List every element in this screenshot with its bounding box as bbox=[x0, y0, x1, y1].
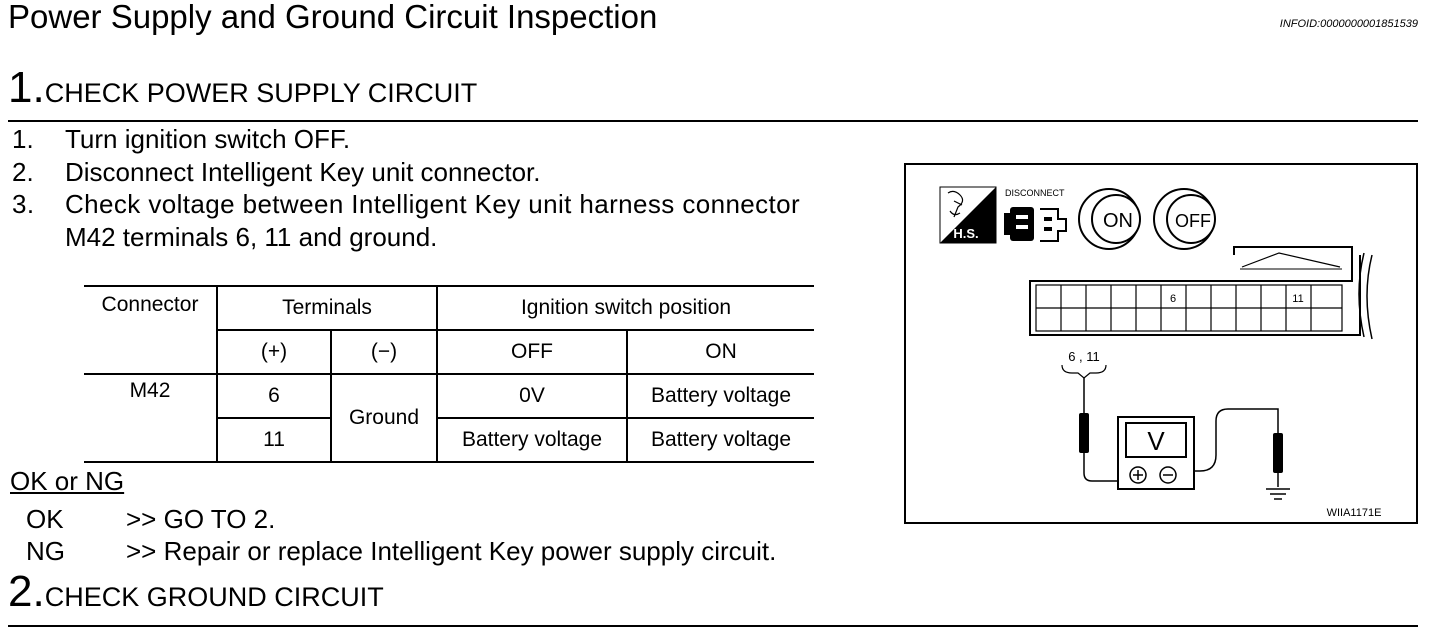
cell-ground: Ground bbox=[330, 374, 437, 463]
header-minus: (−) bbox=[330, 330, 437, 375]
voltage-spec-table: Connector Terminals Ignition switch posi… bbox=[84, 285, 814, 463]
pin-6-label: 6 bbox=[1170, 293, 1176, 305]
ground-symbol-icon bbox=[1266, 488, 1290, 500]
header-off: OFF bbox=[436, 330, 627, 375]
step-1-divider bbox=[8, 120, 1418, 122]
cell-off: 0V bbox=[436, 374, 627, 419]
instruction-text: Check voltage between Intelligent Key un… bbox=[65, 189, 801, 219]
step-2-title: CHECK GROUND CIRCUIT bbox=[44, 582, 384, 612]
info-id: INFOID:0000000001851539 bbox=[1279, 18, 1418, 30]
step-1-number: 1. bbox=[8, 63, 45, 112]
voltmeter-label: V bbox=[1147, 426, 1165, 456]
pin-11-label: 11 bbox=[1292, 293, 1303, 305]
instruction-text: Disconnect Intelligent Key unit connecto… bbox=[65, 157, 541, 187]
instruction-number: 2. bbox=[12, 157, 34, 187]
result-ok: OK >> GO TO 2. bbox=[26, 504, 275, 535]
disconnect-connector-icon: DISCONNECT bbox=[1004, 188, 1067, 242]
instruction-item-2: 2. Disconnect Intelligent Key unit connec… bbox=[12, 157, 541, 188]
instruction-item-3: 3. Check voltage between Intelligent Key … bbox=[12, 189, 800, 220]
instruction-item-3-continuation: M42 terminals 6, 11 and ground. bbox=[65, 222, 438, 252]
ignition-on-icon: ON bbox=[1078, 188, 1141, 250]
hs-label: H.S. bbox=[953, 226, 978, 241]
table-row: 11 Battery voltage Battery voltage bbox=[84, 418, 814, 463]
test-leads bbox=[1079, 378, 1283, 487]
result-ng-key: NG bbox=[26, 536, 65, 566]
result-ng: NG >> Repair or replace Intelligent Key p… bbox=[26, 536, 776, 567]
ignition-off-icon: OFF bbox=[1153, 188, 1216, 250]
header-plus: (+) bbox=[216, 330, 331, 375]
harness-connector: 6 11 bbox=[1029, 246, 1373, 340]
instruction-item-1: 1. Turn ignition switch OFF. bbox=[12, 124, 350, 155]
disconnect-label: DISCONNECT bbox=[1005, 188, 1065, 198]
step-2-divider bbox=[8, 625, 1418, 627]
table-header-row: Connector Terminals Ignition switch posi… bbox=[84, 285, 814, 375]
cell-on: Battery voltage bbox=[626, 418, 814, 463]
probe-terminal-label: 6 , 11 bbox=[1068, 349, 1100, 364]
result-ok-text: >> GO TO 2. bbox=[126, 504, 276, 534]
harness-side-icon: H.S. bbox=[939, 186, 997, 244]
result-ng-text: >> Repair or replace Intelligent Key pow… bbox=[126, 536, 777, 566]
step-1-title: CHECK POWER SUPPLY CIRCUIT bbox=[44, 78, 478, 108]
step-2-heading: 2.CHECK GROUND CIRCUIT bbox=[8, 570, 384, 614]
cell-on: Battery voltage bbox=[626, 374, 814, 419]
instruction-number: 1. bbox=[12, 124, 34, 154]
table-subheader-row: (+) (−) OFF ON bbox=[84, 330, 814, 375]
inspection-figure: H.S. DISCONNECT ON OFF bbox=[904, 163, 1418, 524]
cell-plus: 6 bbox=[216, 374, 331, 419]
cell-plus: 11 bbox=[216, 418, 331, 463]
ignition-off-label: OFF bbox=[1175, 211, 1211, 231]
header-terminals: Terminals bbox=[216, 285, 437, 331]
ignition-on-label: ON bbox=[1103, 210, 1133, 232]
cell-connector: M42 bbox=[84, 374, 217, 463]
step-1-heading: 1.CHECK POWER SUPPLY CIRCUIT bbox=[8, 66, 477, 110]
header-on: ON bbox=[626, 330, 814, 375]
ok-ng-heading: OK or NG bbox=[10, 466, 125, 496]
instruction-number: 3. bbox=[12, 189, 35, 219]
voltmeter-icon: V bbox=[1117, 416, 1195, 490]
header-ignition-position: Ignition switch position bbox=[436, 285, 814, 331]
result-ok-key: OK bbox=[26, 504, 64, 534]
step-2-number: 2. bbox=[8, 567, 45, 616]
figure-id: WIIA1171E bbox=[1327, 507, 1382, 519]
header-connector: Connector bbox=[84, 285, 217, 375]
page-title: Power Supply and Ground Circuit Inspecti… bbox=[8, 0, 658, 35]
cell-off: Battery voltage bbox=[436, 418, 627, 463]
table-row: M42 6 Ground 0V Battery voltage bbox=[84, 374, 814, 463]
instruction-text: Turn ignition switch OFF. bbox=[65, 124, 351, 154]
